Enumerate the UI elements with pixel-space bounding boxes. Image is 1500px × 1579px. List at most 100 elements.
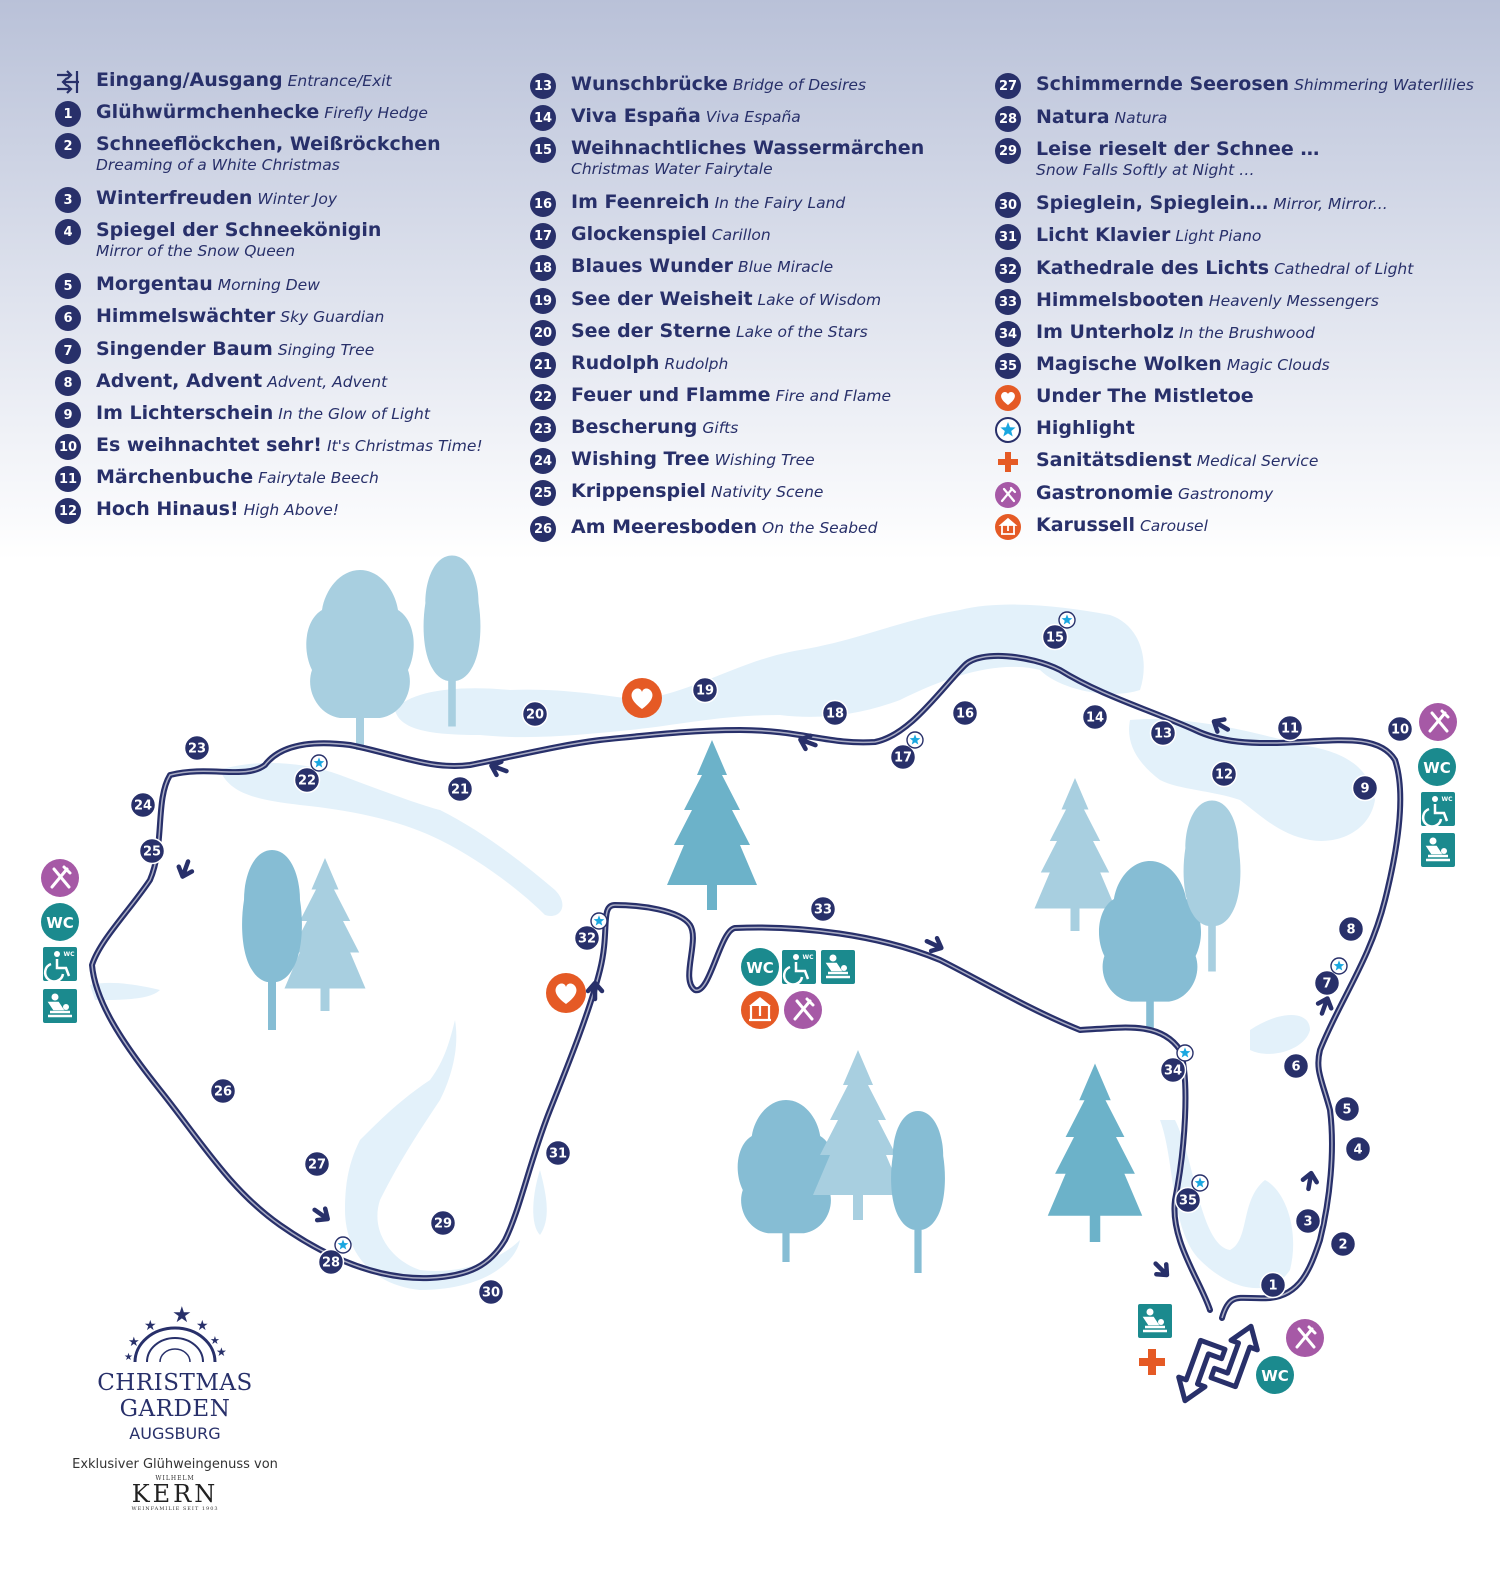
tree-icon [1047, 1063, 1143, 1242]
accessible-wc-label: WC [802, 954, 814, 961]
gastronomy-icon [1286, 1319, 1324, 1357]
carousel-icon [741, 991, 779, 1029]
station-markers: 1234567891011121314151617181920212223242… [129, 611, 1414, 1306]
wc-icon: WC [41, 903, 79, 941]
legend-german-name: Rudolph [571, 352, 660, 374]
legend-english-name: High Above! [243, 501, 340, 519]
station-marker: 27 [303, 1150, 331, 1178]
legend-number-badge: 21 [530, 352, 556, 378]
legend-german-name: Glockenspiel [571, 223, 707, 245]
svg-text:★: ★ [216, 1345, 227, 1359]
sponsor-block: Exklusiver Glühweingenuss von WILHELM KE… [60, 1457, 290, 1512]
water-area [1160, 1120, 1294, 1289]
station-number: 20 [526, 708, 544, 723]
legend-german-name: Schimmernde Seerosen [1036, 73, 1290, 95]
legend-english-name: Shimmering Waterlilies [1294, 76, 1474, 94]
highlight-star-icon [995, 417, 1021, 443]
water-areas [90, 604, 1375, 1290]
direction-arrow-icon [798, 733, 818, 752]
legend-german-name: Morgentau [96, 273, 213, 295]
station-marker: 23 [183, 734, 211, 762]
tree-icon [813, 1050, 903, 1220]
legend-number-badge: 6 [55, 305, 81, 331]
station-marker: 25 [138, 837, 166, 865]
water-area [345, 1020, 520, 1290]
station-number: 4 [1353, 1143, 1362, 1158]
station-number: 31 [549, 1147, 567, 1162]
legend-german-name: Himmelswächter [96, 305, 276, 327]
legend-number-badge: 13 [530, 73, 556, 99]
station-marker: 26 [209, 1077, 237, 1105]
legend-number-badge: 14 [530, 105, 556, 131]
legend-english-name: Rudolph [664, 355, 729, 373]
legend-german-name: Spieglein, Spieglein… [1036, 192, 1269, 214]
station-number: 28 [322, 1256, 340, 1271]
station-marker: 15 [1041, 611, 1076, 651]
station-number: 8 [1346, 923, 1355, 938]
wc-icon: WC [1256, 1356, 1294, 1394]
legend-german-name: Wishing Tree [571, 448, 710, 470]
legend-german-name: Im Lichterschein [96, 402, 274, 424]
station-marker: 18 [821, 699, 849, 727]
legend-english-name: Morning Dew [217, 276, 320, 294]
station-marker: 2 [1329, 1230, 1357, 1258]
legend-number-badge: 27 [995, 73, 1021, 99]
water-area [395, 604, 1144, 738]
direction-arrow-icon [924, 935, 944, 954]
direction-arrow-icon [312, 1206, 330, 1223]
legend-number-badge: 23 [530, 416, 556, 442]
legend-number-badge: 12 [55, 498, 81, 524]
legend-number-badge: 31 [995, 224, 1021, 250]
water-area [1129, 719, 1375, 841]
legend-english-name: Lake of the Stars [735, 323, 868, 341]
legend-german-name: Weihnachtliches Wassermärchen [571, 137, 925, 159]
water-area [220, 763, 563, 916]
legend-german-name: Gastronomie [1036, 482, 1174, 504]
station-marker: 31 [544, 1139, 572, 1167]
station-marker: 33 [809, 895, 837, 923]
accessible-wc-icon: WC [43, 947, 77, 983]
legend-english-name: Gastronomy [1178, 485, 1274, 503]
direction-arrow-icon [489, 759, 509, 778]
svg-text:★: ★ [210, 1334, 220, 1347]
sponsor-tagline: WEINFAMILIE SEIT 1903 [131, 1506, 219, 1512]
sponsor-text: Exklusiver Glühweingenuss von [72, 1457, 278, 1472]
legend-english-name: Medical Service [1196, 452, 1319, 470]
svg-text:★: ★ [124, 1352, 133, 1363]
station-marker: 24 [129, 791, 157, 819]
legend-number-badge: 22 [530, 384, 556, 410]
accessible-wc-icon: WC [1421, 792, 1455, 828]
station-marker: 34 [1159, 1044, 1194, 1084]
legend-german-name: Winterfreuden [96, 187, 253, 209]
station-number: 5 [1342, 1103, 1351, 1118]
baby-changing-icon [1138, 1304, 1172, 1338]
tree-icon [1034, 778, 1116, 931]
legend-english-name: Sky Guardian [280, 308, 385, 326]
